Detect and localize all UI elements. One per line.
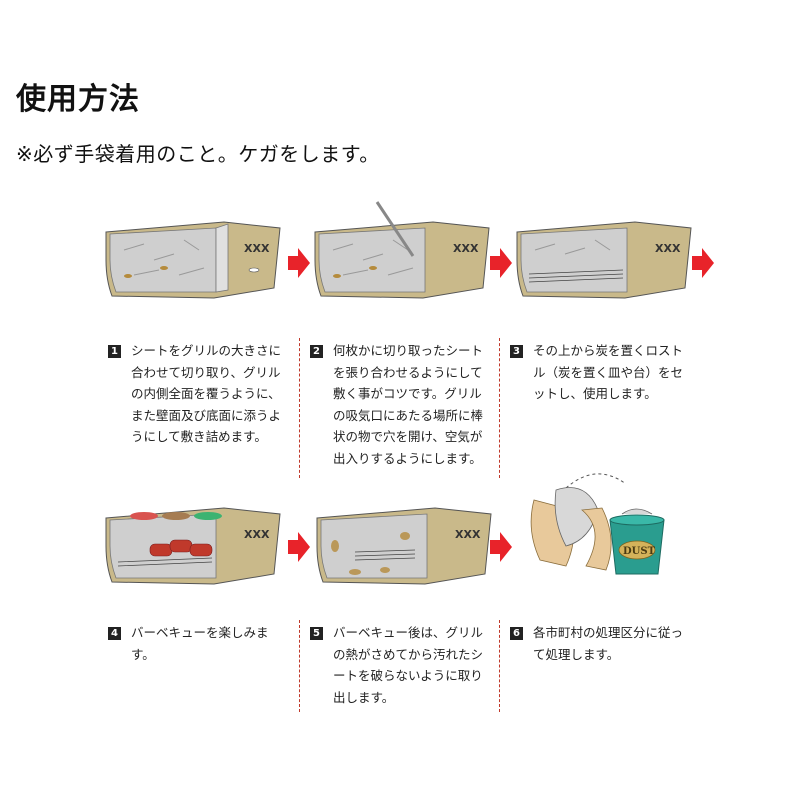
- arrow-right-icon: [288, 532, 310, 562]
- tray-illustration-step-5: XXX: [316, 507, 492, 585]
- arrow-right-icon: [490, 248, 512, 278]
- step-number: 5: [310, 627, 323, 640]
- tray-label: XXX: [244, 242, 270, 255]
- step-divider: [499, 620, 500, 712]
- page-title: 使用方法: [16, 82, 140, 117]
- arrow-right-icon: [490, 532, 512, 562]
- arrow-right-icon: [692, 248, 714, 278]
- tray-label: XXX: [455, 528, 481, 541]
- step-number: 6: [510, 627, 523, 640]
- step-divider: [299, 620, 300, 712]
- tray-illustration-step-1: XXX: [105, 221, 281, 299]
- arrow-right-icon: [288, 248, 310, 278]
- tray-label: XXX: [655, 242, 681, 255]
- step-number: 4: [108, 627, 121, 640]
- tray-label: XXX: [453, 242, 479, 255]
- tray-illustration-step-4: XXX: [105, 507, 281, 585]
- disposal-illustration-step-6: DUST: [530, 473, 665, 575]
- safety-note: ※必ず手袋着用のこと。ケガをします。: [16, 142, 380, 166]
- step-number: 1: [108, 345, 121, 358]
- tray-illustration-step-2: XXX: [314, 201, 490, 299]
- step-number: 3: [510, 345, 523, 358]
- tray-label: XXX: [244, 528, 270, 541]
- step-divider: [299, 338, 300, 478]
- tray-illustration-step-3: XXX: [516, 221, 692, 299]
- step-divider: [499, 338, 500, 478]
- step-number: 2: [310, 345, 323, 358]
- dust-label: DUST: [623, 546, 656, 557]
